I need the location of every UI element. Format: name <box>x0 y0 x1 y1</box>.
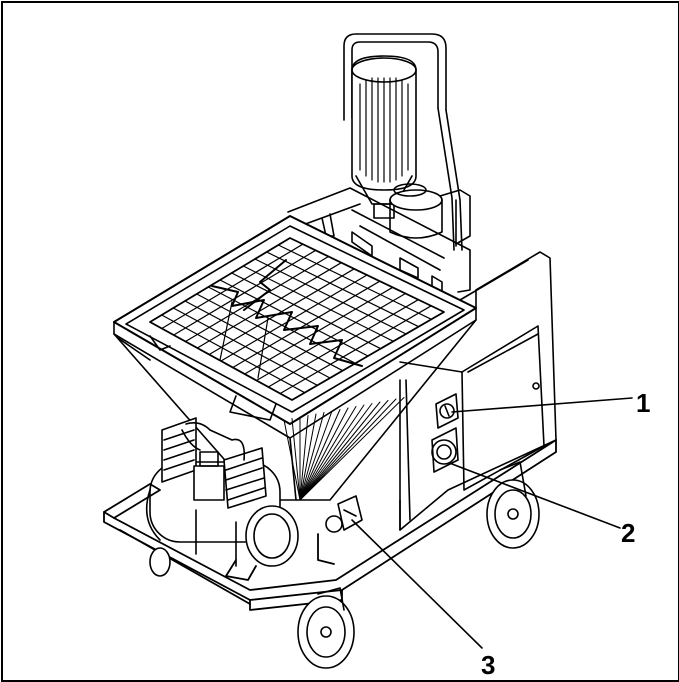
compressor <box>145 417 299 567</box>
callout-2: 2 <box>621 518 636 548</box>
funnel-line <box>299 400 389 501</box>
chassis <box>103 439 557 611</box>
funnel-line <box>299 407 349 501</box>
handle-frame <box>343 33 463 251</box>
funnel-line <box>299 415 309 501</box>
funnel-line <box>299 403 373 501</box>
funnel-line <box>299 413 317 501</box>
wheel-left <box>149 547 171 577</box>
funnel-line <box>299 398 397 501</box>
funnel-line <box>291 418 301 501</box>
wheel-front <box>297 587 355 669</box>
mixer-bar <box>211 259 363 379</box>
funnel-line <box>299 409 341 501</box>
leader-lines <box>351 397 633 649</box>
gearbox <box>389 183 471 247</box>
control-cabinet <box>399 251 557 531</box>
funnel-line <box>299 404 365 501</box>
callout-1: 1 <box>636 388 651 418</box>
funnel-line <box>283 419 301 501</box>
funnel-line <box>299 410 333 501</box>
switch-2 <box>431 427 459 473</box>
funnel-line <box>299 406 357 501</box>
funnel-line <box>299 397 405 501</box>
funnel-line <box>299 401 381 501</box>
motor <box>351 55 417 219</box>
funnel-line <box>299 412 325 501</box>
funnel-lines <box>283 397 405 501</box>
switch-3 <box>325 495 363 533</box>
wheel-right <box>486 461 540 549</box>
switch-1 <box>435 393 459 429</box>
callout-3: 3 <box>481 650 496 680</box>
sieve-grid <box>149 237 445 401</box>
